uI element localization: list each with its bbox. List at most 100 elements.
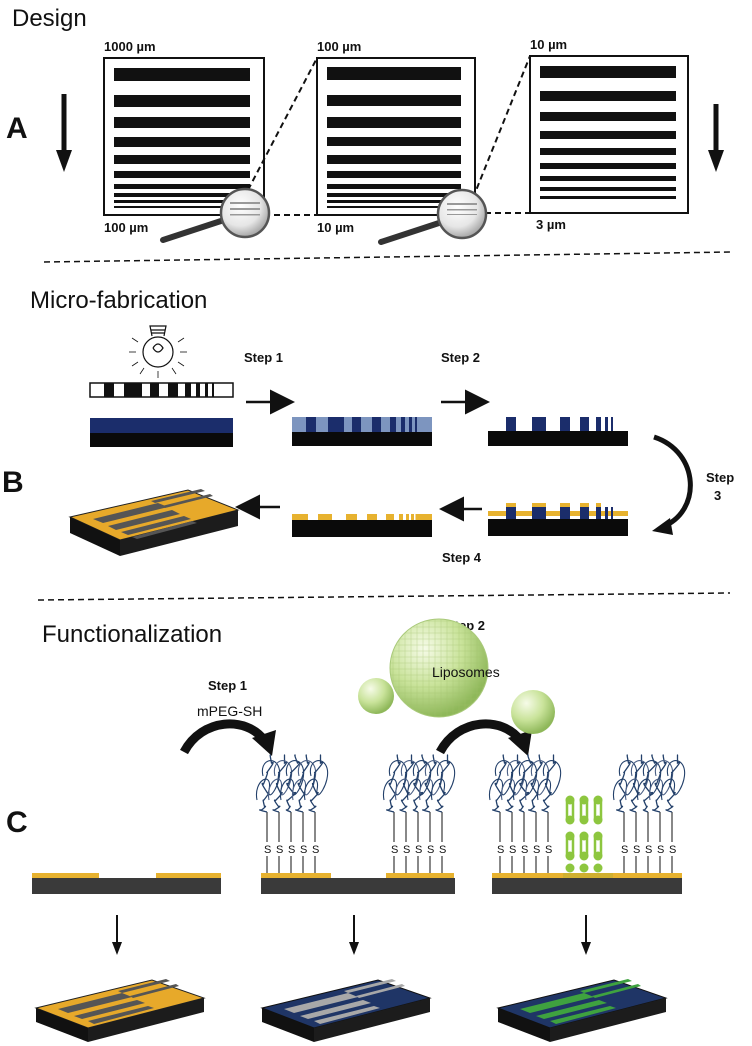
wafer-exposed bbox=[292, 417, 432, 446]
down-arrow-icon bbox=[349, 915, 359, 955]
peg-coil bbox=[536, 760, 562, 801]
panel-label-b: B bbox=[2, 466, 24, 499]
thiol-s-label: S bbox=[288, 844, 295, 856]
peg-coil bbox=[259, 754, 274, 813]
section-divider bbox=[43, 251, 733, 263]
peg-coil bbox=[430, 760, 456, 801]
wafer-gold-pattern bbox=[292, 514, 432, 537]
chip-gold bbox=[68, 489, 240, 556]
peg-coil bbox=[435, 754, 451, 813]
lipid-head bbox=[593, 815, 603, 825]
wafer-gold-deposited bbox=[488, 503, 628, 536]
peg-coil bbox=[636, 760, 662, 801]
section-divider bbox=[37, 592, 731, 601]
microfab-step4-label: Step 4 bbox=[442, 550, 482, 565]
microfab-step1-label: Step 1 bbox=[244, 350, 283, 365]
thiol-s-label: S bbox=[300, 844, 307, 856]
peg-coil bbox=[303, 760, 329, 801]
peg-coil bbox=[267, 760, 293, 801]
peg-coil bbox=[505, 754, 521, 813]
microfab-step3-number: 3 bbox=[714, 488, 721, 503]
photomask bbox=[89, 382, 234, 398]
peg-coil bbox=[612, 760, 638, 801]
box3-top-label: 10 µm bbox=[530, 37, 567, 52]
chip-gold-result bbox=[34, 979, 206, 1042]
light-bulb-icon bbox=[129, 325, 187, 378]
thiol-s-label: S bbox=[521, 844, 528, 856]
liposome-icon bbox=[511, 690, 555, 734]
peg-coil bbox=[648, 760, 674, 801]
peg-coil bbox=[382, 760, 408, 801]
peg-coil bbox=[665, 754, 681, 813]
wafer-resist bbox=[90, 418, 233, 447]
design-title: Design bbox=[12, 5, 87, 32]
cross-section-bare bbox=[32, 873, 221, 894]
peg-coil bbox=[541, 754, 557, 813]
box1-top-label: 1000 µm bbox=[104, 39, 156, 54]
peg-coil bbox=[624, 760, 650, 801]
functionalization-title: Functionalization bbox=[42, 621, 222, 648]
thiol-s-label: S bbox=[264, 844, 271, 856]
down-arrow-left-icon bbox=[56, 94, 72, 172]
lipid-head bbox=[565, 831, 575, 841]
thiol-s-label: S bbox=[415, 844, 422, 856]
design-box-1 bbox=[103, 57, 265, 216]
thiol-s-label: S bbox=[439, 844, 446, 856]
lipid-head bbox=[565, 795, 575, 805]
peg-coil bbox=[418, 760, 444, 801]
curved-arrow-icon bbox=[180, 719, 276, 756]
peg-coil bbox=[524, 760, 550, 801]
down-arrow-icon bbox=[581, 915, 591, 955]
curved-arrow-icon bbox=[652, 434, 693, 535]
lipid-head bbox=[593, 863, 603, 873]
thiol-s-label: S bbox=[312, 844, 319, 856]
peg-coil bbox=[399, 754, 415, 813]
peg-coil bbox=[406, 760, 432, 801]
thiol-s-label: S bbox=[533, 844, 540, 856]
chip-peg-result bbox=[260, 979, 432, 1042]
lipid-head bbox=[565, 863, 575, 873]
magnifier-icon bbox=[378, 188, 488, 245]
peg-coil bbox=[291, 760, 317, 801]
thiol-s-label: S bbox=[403, 844, 410, 856]
thiol-s-label: S bbox=[276, 844, 283, 856]
func-reagent-label: mPEG-SH bbox=[197, 703, 262, 719]
lipid-head bbox=[579, 863, 589, 873]
peg-coil bbox=[279, 760, 305, 801]
thiol-s-label: S bbox=[497, 844, 504, 856]
func-step1-label: Step 1 bbox=[208, 678, 247, 693]
box2-bottom-label: 10 µm bbox=[317, 220, 354, 235]
magnifier-icon bbox=[160, 187, 271, 243]
box2-top-label: 100 µm bbox=[317, 39, 361, 54]
panel-label-a: A bbox=[6, 112, 28, 145]
thiol-s-label: S bbox=[645, 844, 652, 856]
peg-coil bbox=[492, 754, 507, 813]
thiol-s-label: S bbox=[621, 844, 628, 856]
chip-lipid-result bbox=[496, 979, 668, 1042]
lipid-bilayer bbox=[565, 795, 603, 873]
curved-arrow-icon bbox=[436, 719, 532, 756]
peg-coil bbox=[500, 760, 526, 801]
box1-bottom-label: 100 µm bbox=[104, 220, 148, 235]
peg-coil bbox=[295, 754, 310, 813]
thiol-s-label: S bbox=[633, 844, 640, 856]
peg-coil bbox=[308, 754, 324, 813]
peg-coil bbox=[255, 760, 281, 801]
lipid-head bbox=[579, 831, 589, 841]
microfab-step2-label: Step 2 bbox=[441, 350, 480, 365]
lipid-head bbox=[565, 815, 575, 825]
lipid-head bbox=[579, 795, 589, 805]
wafer-developed bbox=[488, 417, 628, 446]
peg-coil bbox=[616, 754, 631, 813]
thiol-s-label: S bbox=[391, 844, 398, 856]
thiol-s-label: S bbox=[545, 844, 552, 856]
lipid-head bbox=[579, 815, 589, 825]
microfab-step3-label: Step bbox=[706, 470, 734, 485]
zoom-lines-2 bbox=[472, 55, 531, 214]
